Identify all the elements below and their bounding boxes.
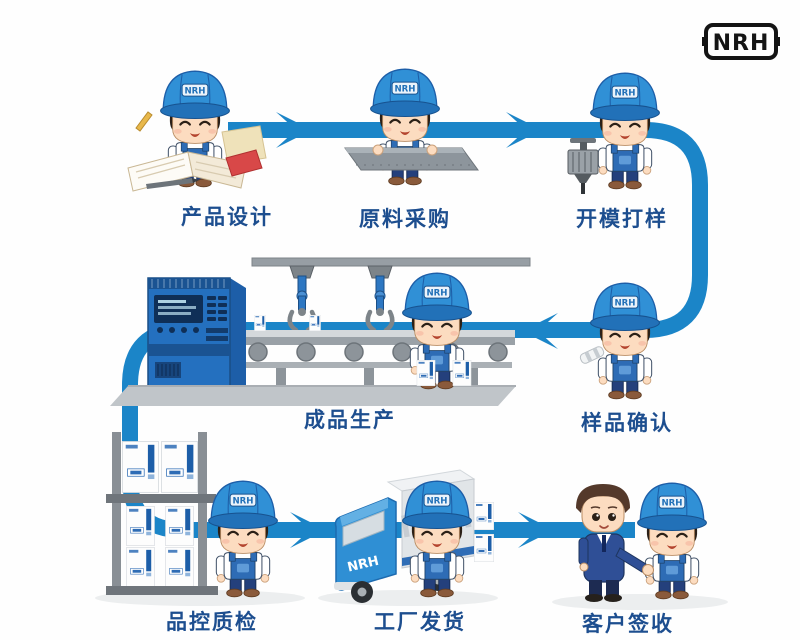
floor-shadow: [318, 590, 498, 606]
sample-part-icon: [579, 346, 605, 364]
step-label-material-purchase: 原料采购: [359, 207, 451, 231]
step-label-customer-receipt: 客户签收: [582, 612, 674, 636]
shipment-box-icon: [474, 534, 494, 562]
truck-cab-logo-text: NRH: [346, 554, 380, 576]
scene-product-design: [127, 70, 267, 192]
customer-figure: [576, 484, 654, 602]
stacked-box-icon: [165, 547, 194, 587]
rack-base: [106, 586, 218, 595]
rack-post: [198, 432, 207, 594]
machine-buttons: [207, 296, 227, 321]
floor-platform: [110, 386, 516, 406]
scene-material-purchase: [344, 68, 479, 186]
stacked-box-icon: [126, 506, 155, 546]
step-label-finished-production: 成品生产: [304, 408, 396, 432]
stacked-box-icon: [122, 441, 159, 493]
step-label-product-design: 产品设计: [181, 205, 273, 229]
worker-sample-confirmation: [589, 282, 661, 400]
overhead-rail: [251, 257, 531, 267]
brand-logo-text: NRH: [713, 31, 770, 56]
step-label-sample-confirmation: 样品确认: [581, 411, 673, 435]
rack-post: [112, 432, 121, 594]
machine-cabinet: [147, 277, 246, 389]
stacked-box-icon: [161, 441, 198, 493]
scene-finished-production: [110, 257, 531, 406]
robot-gripper-icon: [368, 266, 393, 330]
step-label-quality-inspection: 品控质检: [166, 610, 258, 634]
metal-sheet-icon: [344, 144, 479, 171]
customer-hair: [576, 484, 630, 513]
scene-customer-receipt: [552, 482, 728, 610]
stacked-box-icon: [165, 506, 194, 546]
pencil-in-hand-icon: [135, 111, 153, 132]
red-eraser-icon: [225, 149, 263, 177]
step-label-factory-shipping: 工厂发货: [374, 610, 466, 634]
handshake-arm: [615, 547, 647, 573]
scene-quality-inspection: [95, 432, 305, 606]
step-label-mold-sampling: 开模打样: [576, 207, 668, 231]
product-box-icon: [309, 315, 321, 331]
drill-machine-icon: [567, 138, 599, 194]
product-box-icon: [452, 360, 472, 386]
stacked-box-icon: [126, 547, 155, 587]
worker-quality-inspection: [207, 480, 279, 598]
pencil-icon: [146, 178, 193, 189]
worker-customer-receipt: [636, 482, 708, 600]
handshake-hands: [642, 564, 654, 576]
product-box-icon: [416, 360, 436, 386]
rack-shelf: [106, 494, 216, 503]
customer-tie: [602, 535, 606, 552]
scene-sample-confirmation: [579, 282, 661, 400]
brand-logo: NRH: [702, 23, 780, 60]
shipment-box-icon: [474, 502, 494, 530]
scene-factory-shipping: NRH NRH: [318, 469, 498, 606]
conveyor-belt: [235, 330, 515, 386]
scene-mold-sampling: [567, 72, 661, 194]
product-box-icon: [254, 315, 266, 331]
